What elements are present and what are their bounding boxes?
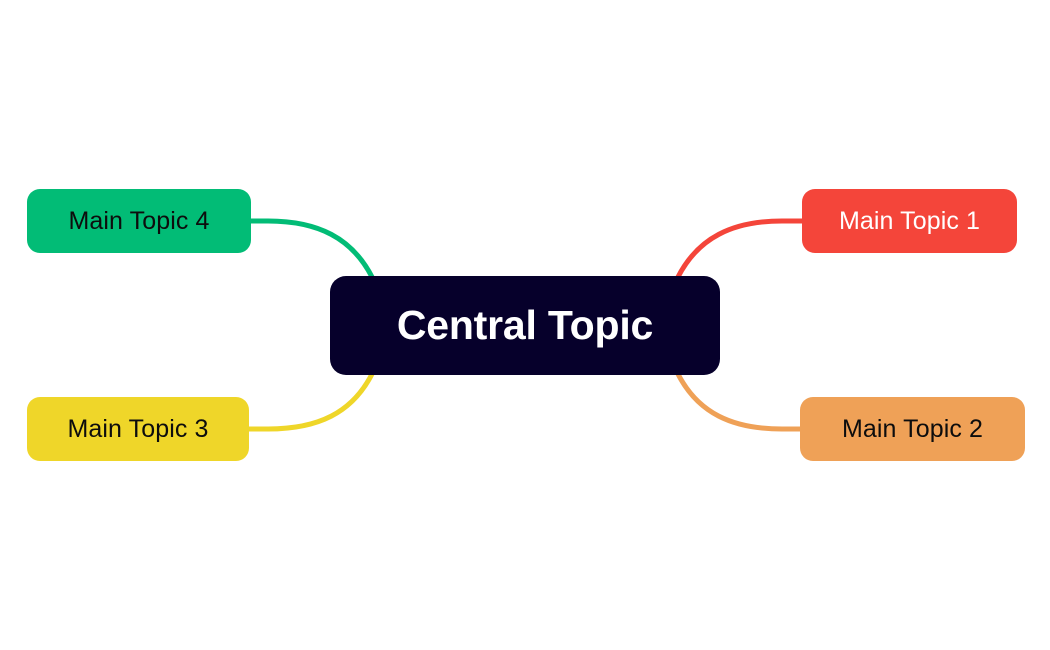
mindmap-node-main-topic-4[interactable]: Main Topic 4 — [27, 189, 251, 253]
connector-topic-4 — [248, 218, 375, 280]
mindmap-node-main-topic-2[interactable]: Main Topic 2 — [800, 397, 1025, 461]
mindmap-node-label: Main Topic 3 — [67, 414, 209, 443]
mindmap-node-label: Main Topic 2 — [841, 414, 984, 443]
central-topic-label: Central Topic — [396, 302, 654, 348]
connector-topic-3 — [246, 371, 375, 432]
mindmap-node-main-topic-3[interactable]: Main Topic 3 — [27, 397, 249, 461]
mindmap-node-label: Main Topic 1 — [838, 206, 981, 235]
mindmap-node-main-topic-1[interactable]: Main Topic 1 — [802, 189, 1017, 253]
mindmap-node-central-topic[interactable]: Central Topic — [330, 276, 720, 375]
mindmap-node-label: Main Topic 4 — [68, 206, 210, 235]
connector-topic-1 — [675, 218, 805, 280]
connector-topic-2 — [675, 371, 803, 432]
